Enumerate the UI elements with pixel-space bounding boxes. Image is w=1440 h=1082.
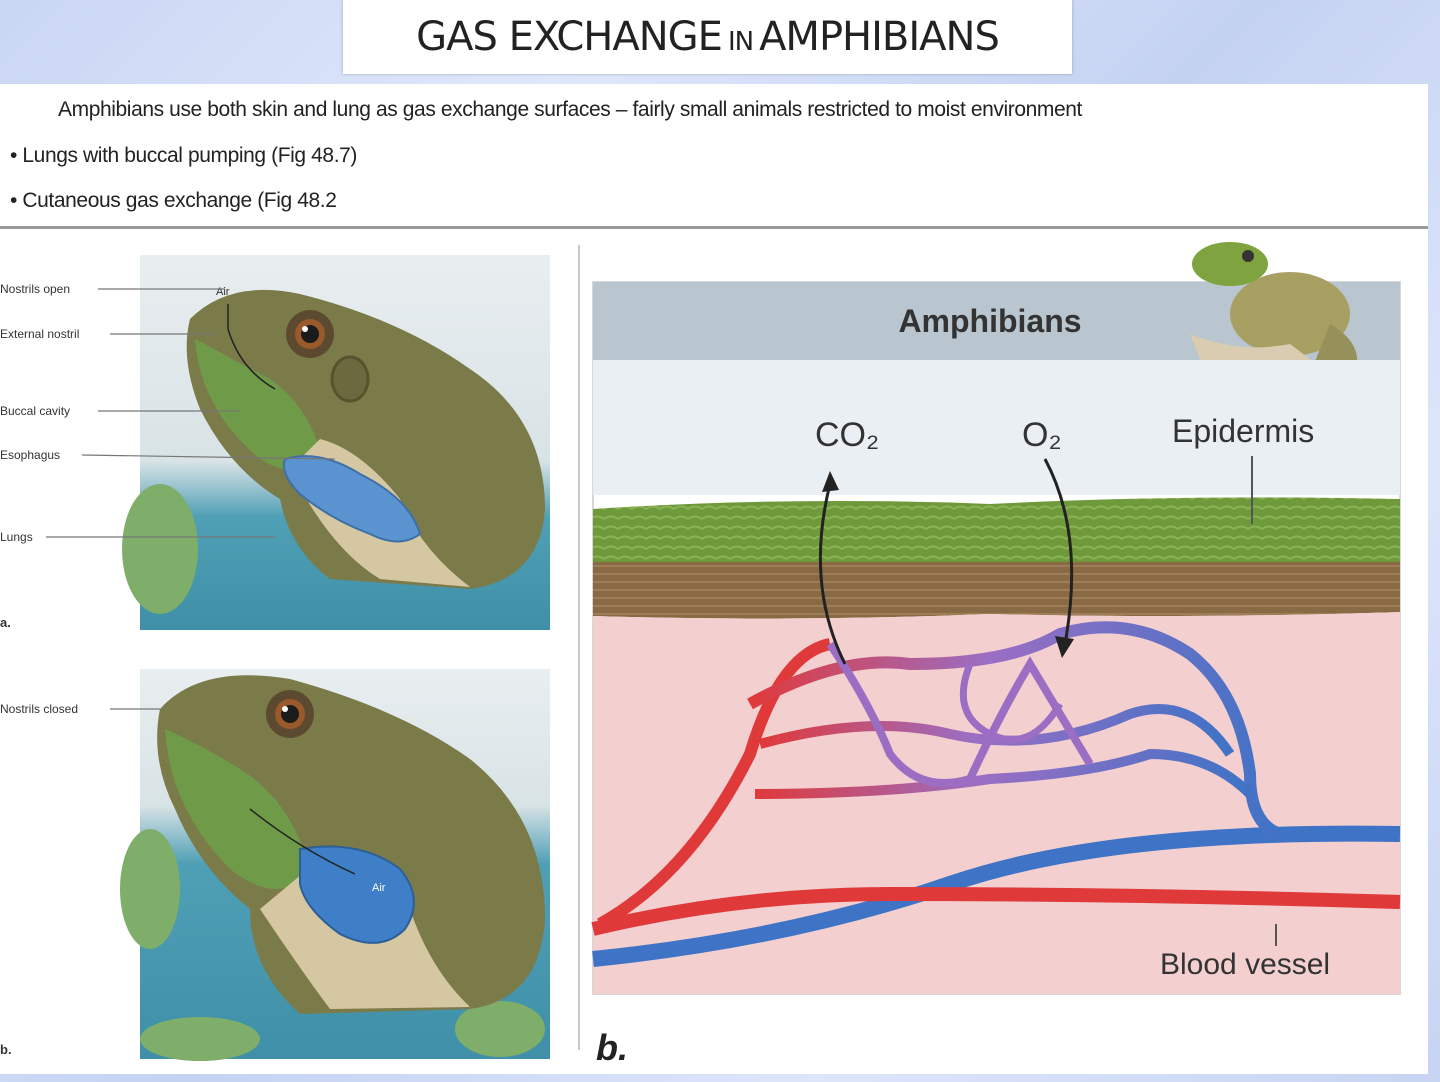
frog-tympanum — [330, 355, 370, 403]
air-path — [249, 808, 356, 875]
artery-branch — [597, 638, 832, 930]
label-esophagus: Esophagus — [0, 448, 60, 462]
frog-body — [186, 289, 545, 589]
bullet-cutaneous: • Cutaneous gas exchange (Fig 48.2 — [10, 189, 337, 212]
frog-panel-bottom: Air Nostrils closed b. — [0, 669, 550, 1061]
frog-throat — [195, 339, 320, 470]
o2-arrow — [1043, 458, 1074, 645]
capillary-network — [754, 748, 1254, 799]
o2-label: O₂ — [1022, 416, 1062, 454]
label-buccal-cavity: Buccal cavity — [0, 404, 70, 418]
frog-eye-highlight — [282, 706, 288, 712]
leader-lines — [46, 288, 336, 538]
blood-vessel-label: Blood vessel — [1160, 948, 1330, 981]
frog-eye-highlight — [302, 326, 308, 332]
air-lung-label: Air — [372, 882, 386, 894]
frog-throat — [165, 729, 310, 889]
epidermis-label: Epidermis — [1172, 413, 1314, 449]
title-part3: AMPHIBIANS — [759, 14, 1000, 60]
label-lungs: Lungs — [0, 530, 33, 544]
co2-arrow — [818, 483, 847, 665]
lily-pad — [140, 1017, 260, 1061]
skin-diagram: Amphibians CO₂ O₂ Epidermis Blood ve — [591, 242, 1401, 1068]
artery-main — [591, 886, 1401, 936]
lungs-shape — [283, 455, 422, 543]
label-nostrils-closed: Nostrils closed — [0, 702, 78, 716]
capillary-network — [826, 641, 1094, 788]
lily-pad — [455, 1001, 545, 1057]
o2-arrowhead — [1055, 636, 1074, 658]
capillary-network — [959, 662, 1064, 744]
upper-tissue — [593, 360, 1400, 495]
title-part2: IN — [727, 27, 754, 57]
co2-arrowhead — [822, 471, 839, 492]
intro-text: Amphibians use both skin and lung as gas… — [58, 98, 1082, 121]
label-external-nostril: External nostril — [0, 327, 79, 341]
frog-body — [157, 675, 545, 1014]
air-path — [227, 304, 276, 390]
figure-divider — [578, 245, 580, 1050]
bullet-lungs: • Lungs with buccal pumping (Fig 48.7) — [10, 144, 358, 167]
lung-inflated — [299, 845, 415, 944]
capillary-network — [747, 621, 1283, 840]
diagram-header: Amphibians — [898, 303, 1081, 339]
figure: Air Nostrils open External nostril Bucca… — [0, 229, 1428, 1074]
label-letter-b-left: b. — [0, 1042, 12, 1057]
air-top-label: Air — [216, 286, 230, 298]
vein-main — [592, 825, 1401, 967]
dermis-layer — [593, 562, 1400, 619]
co2-label: CO₂ — [815, 416, 879, 454]
lily-pad — [122, 484, 198, 614]
text-box: Amphibians use both skin and lung as gas… — [0, 84, 1428, 229]
frog-panel-top: Air Nostrils open External nostril Bucca… — [0, 255, 550, 630]
label-letter-b: b. — [596, 1027, 628, 1068]
title-part1: GAS EXCHANGE — [416, 14, 723, 60]
label-letter-a: a. — [0, 615, 11, 630]
epidermis-layer — [593, 497, 1400, 562]
lily-pad — [120, 829, 180, 949]
label-nostrils-open: Nostrils open — [0, 282, 70, 296]
